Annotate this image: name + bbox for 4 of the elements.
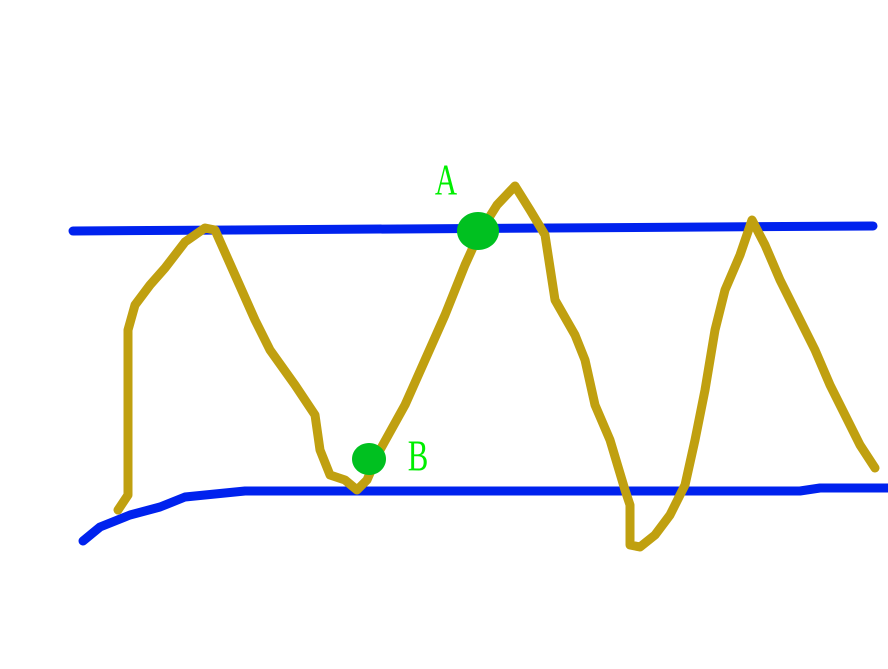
point-dot (457, 212, 499, 250)
point-label: B (408, 442, 427, 470)
point-label: A (435, 165, 457, 195)
point-dot (352, 443, 386, 475)
